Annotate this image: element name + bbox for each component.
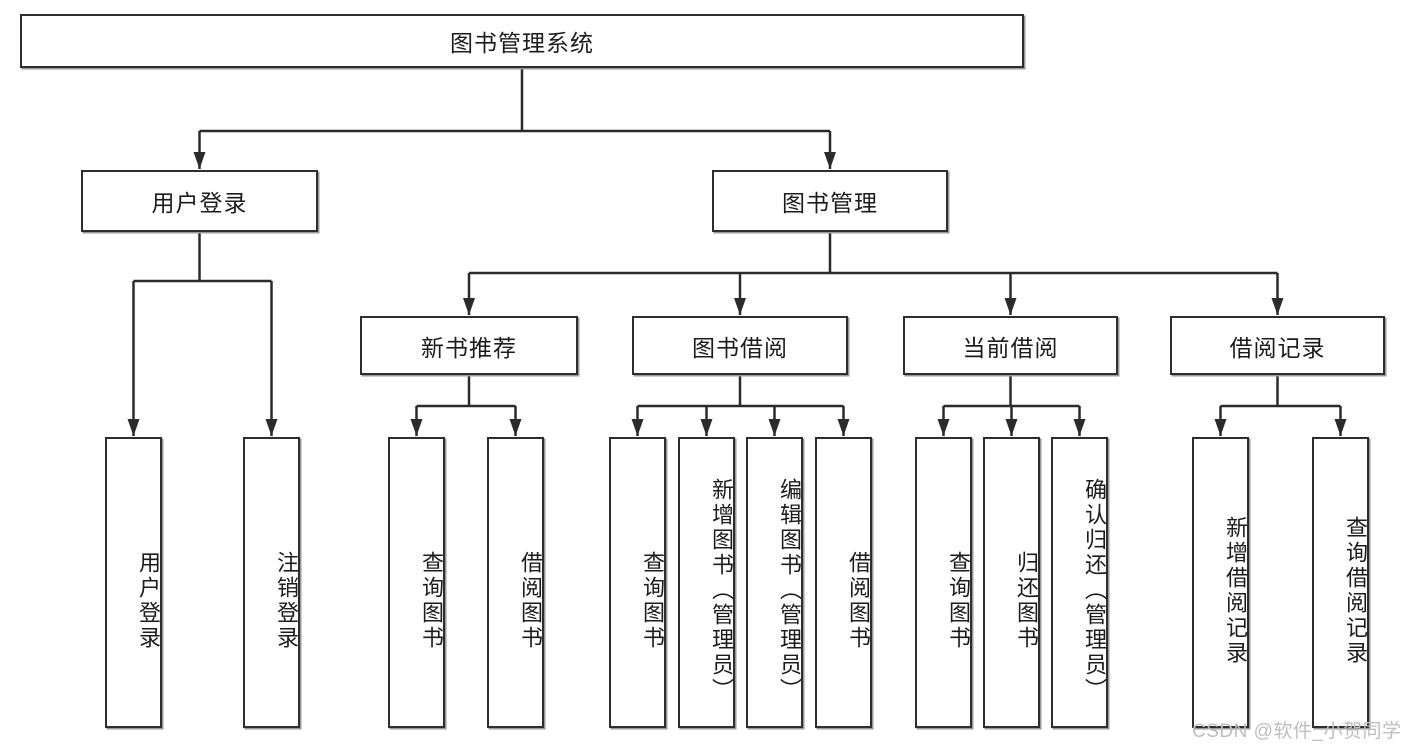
node-label-login: 用户登录	[151, 190, 248, 216]
node-label-borrow: 图书借阅	[692, 334, 788, 361]
node-borrow[interactable]: 图书借阅	[632, 316, 848, 375]
node-label-leaf-cur-2: 归还图书	[1014, 550, 1039, 651]
node-label-leaf-cur-1: 查询图书	[946, 550, 971, 651]
node-label-bookmgmt: 图书管理	[782, 190, 878, 216]
connector-arrowhead	[1214, 419, 1227, 436]
connector-arrowhead	[1334, 419, 1347, 436]
connector-arrowhead	[937, 419, 950, 436]
connector-arrowhead	[631, 419, 644, 436]
connector-arrowhead	[824, 152, 836, 169]
node-leaf-bor-1[interactable]: 查询图书	[609, 437, 666, 728]
node-leaf-login-1[interactable]: 用户登录	[105, 437, 162, 728]
node-label-leaf-bor-1: 查询图书	[640, 550, 665, 651]
node-leaf-bor-3[interactable]: 编辑图书（管理员）	[746, 437, 803, 728]
watermark: CSDN @软件_小贺同学	[1192, 721, 1402, 742]
node-label-leaf-bor-3: 编辑图书（管理员）	[777, 478, 802, 703]
connector-arrowhead	[463, 298, 475, 315]
connector-arrowhead	[193, 152, 206, 169]
node-leaf-bor-2[interactable]: 新增图书（管理员）	[678, 437, 735, 728]
node-bookmgmt[interactable]: 图书管理	[712, 170, 948, 232]
node-current[interactable]: 当前借阅	[903, 316, 1118, 375]
connector-arrowhead	[1073, 419, 1086, 436]
node-leaf-cur-1[interactable]: 查询图书	[915, 437, 972, 728]
connector-arrowhead	[734, 298, 746, 315]
node-label-leaf-login-2: 注销登录	[274, 550, 299, 651]
node-label-leaf-login-1: 用户登录	[136, 550, 161, 651]
node-newbook[interactable]: 新书推荐	[360, 316, 578, 375]
connector-arrowhead	[837, 419, 850, 436]
node-label-records: 借阅记录	[1229, 334, 1326, 361]
node-label-leaf-rec-1: 新增借阅记录	[1223, 515, 1248, 666]
node-label-leaf-rec-2: 查询借阅记录	[1343, 515, 1368, 666]
connector-arrowhead	[410, 419, 423, 436]
node-leaf-login-2[interactable]: 注销登录	[243, 437, 300, 728]
connector-arrowhead	[1004, 298, 1017, 315]
connector-arrowhead	[265, 419, 278, 436]
node-label-newbook: 新书推荐	[421, 334, 517, 361]
node-label-root: 图书管理系统	[450, 30, 594, 56]
node-records[interactable]: 借阅记录	[1170, 316, 1385, 375]
node-leaf-new-2[interactable]: 借阅图书	[487, 437, 544, 728]
connector-arrowhead	[127, 419, 140, 436]
node-leaf-rec-2[interactable]: 查询借阅记录	[1312, 437, 1369, 728]
node-root[interactable]: 图书管理系统	[20, 14, 1024, 68]
node-label-leaf-cur-3: 确认归还（管理员）	[1082, 478, 1107, 703]
connector-arrowhead	[1005, 419, 1018, 436]
node-leaf-cur-3[interactable]: 确认归还（管理员）	[1051, 437, 1108, 728]
node-leaf-cur-2[interactable]: 归还图书	[983, 437, 1040, 728]
node-label-leaf-new-1: 查询图书	[419, 550, 444, 651]
node-label-leaf-new-2: 借阅图书	[518, 550, 543, 651]
node-label-leaf-bor-2: 新增图书（管理员）	[709, 478, 734, 703]
node-leaf-new-1[interactable]: 查询图书	[388, 437, 445, 728]
node-leaf-bor-4[interactable]: 借阅图书	[815, 437, 872, 728]
connector-arrowhead	[700, 419, 713, 436]
node-label-leaf-bor-4: 借阅图书	[846, 550, 871, 651]
connector-arrowhead	[768, 419, 781, 436]
node-label-current: 当前借阅	[962, 334, 1059, 361]
node-leaf-rec-1[interactable]: 新增借阅记录	[1192, 437, 1249, 728]
connector-arrowhead	[509, 419, 522, 436]
node-login[interactable]: 用户登录	[81, 170, 318, 232]
connector-arrowhead	[1271, 298, 1284, 315]
